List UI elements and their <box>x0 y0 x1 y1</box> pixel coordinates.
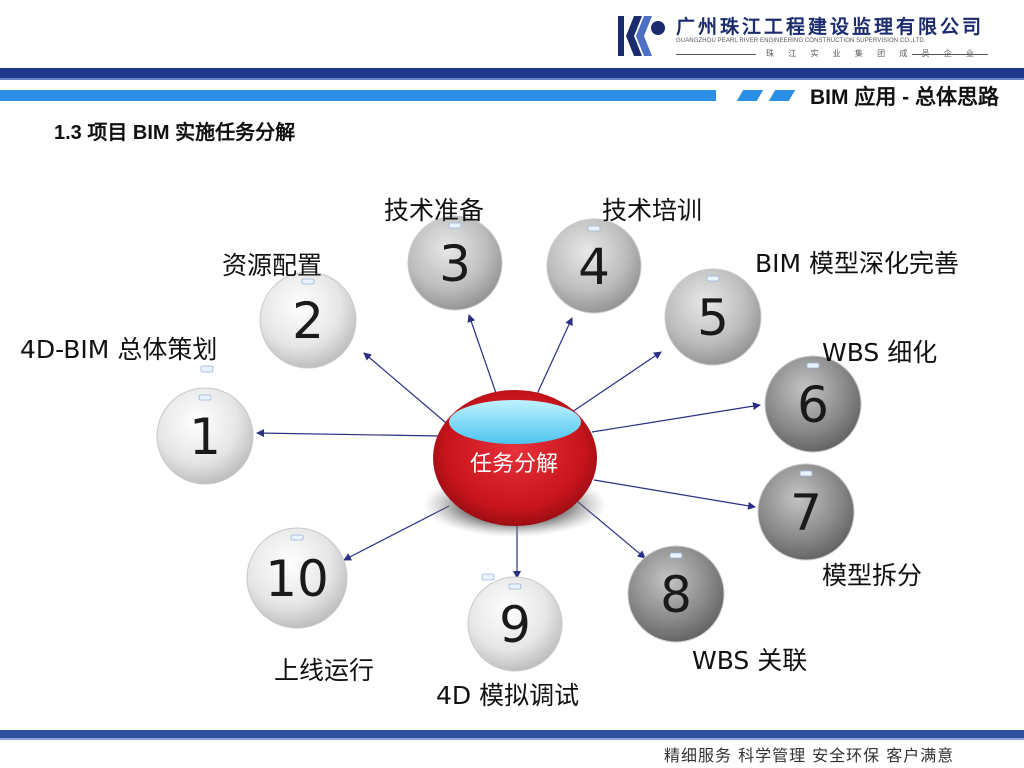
node-label-7: 模型拆分 <box>822 556 922 592</box>
node-label-6: WBS 细化 <box>822 333 937 369</box>
node-label-1: 4D-BIM 总体策划 <box>20 330 217 366</box>
connector-arrow-5 <box>572 352 661 412</box>
decorative-marker <box>482 574 494 580</box>
node-6: 6 <box>765 356 861 452</box>
node-number-1: 1 <box>189 408 221 466</box>
node-number-7: 7 <box>790 484 822 542</box>
node-number-8: 8 <box>660 566 692 624</box>
node-10: 10 <box>247 528 347 628</box>
node-label-5: BIM 模型深化完善 <box>755 244 959 280</box>
node-7: 7 <box>758 464 854 560</box>
node-label-4: 技术培训 <box>602 191 702 227</box>
node-highlight-6 <box>807 363 819 368</box>
footer-slogan: 精细服务 科学管理 安全环保 客户满意 <box>664 742 954 766</box>
node-2: 2 <box>260 272 356 368</box>
node-highlight-4 <box>588 226 600 231</box>
footer-divider <box>0 738 1024 740</box>
node-5: 5 <box>665 269 761 365</box>
node-label-3: 技术准备 <box>384 191 484 227</box>
node-label-10: 上线运行 <box>274 651 374 687</box>
footer-band <box>0 730 1024 738</box>
node-highlight-7 <box>800 471 812 476</box>
connector-arrow-3 <box>469 315 497 396</box>
node-highlight-5 <box>707 276 719 281</box>
node-8: 8 <box>628 546 724 642</box>
node-label-8: WBS 关联 <box>692 641 807 677</box>
node-number-2: 2 <box>292 292 324 350</box>
decorative-marker <box>201 366 213 372</box>
node-label-9: 4D 模拟调试 <box>436 676 579 712</box>
node-number-6: 6 <box>797 376 829 434</box>
center-label: 任务分解 <box>470 446 558 478</box>
node-number-10: 10 <box>265 550 329 608</box>
node-number-4: 4 <box>578 238 610 296</box>
node-highlight-1 <box>199 395 211 400</box>
node-highlight-8 <box>670 553 682 558</box>
connector-arrow-6 <box>592 405 760 432</box>
node-highlight-10 <box>291 535 303 540</box>
node-highlight-9 <box>509 584 521 589</box>
node-9: 9 <box>468 577 562 671</box>
connector-arrow-4 <box>537 318 572 394</box>
node-4: 4 <box>547 219 641 313</box>
connector-arrow-2 <box>364 353 452 428</box>
node-number-5: 5 <box>697 289 729 347</box>
connector-arrow-1 <box>257 433 440 436</box>
hub-highlight <box>449 400 581 444</box>
node-1: 1 <box>157 388 253 484</box>
node-label-2: 资源配置 <box>222 246 322 282</box>
node-3: 3 <box>408 216 502 310</box>
connector-arrow-7 <box>594 480 755 507</box>
node-number-9: 9 <box>499 596 531 654</box>
node-number-3: 3 <box>439 235 471 293</box>
